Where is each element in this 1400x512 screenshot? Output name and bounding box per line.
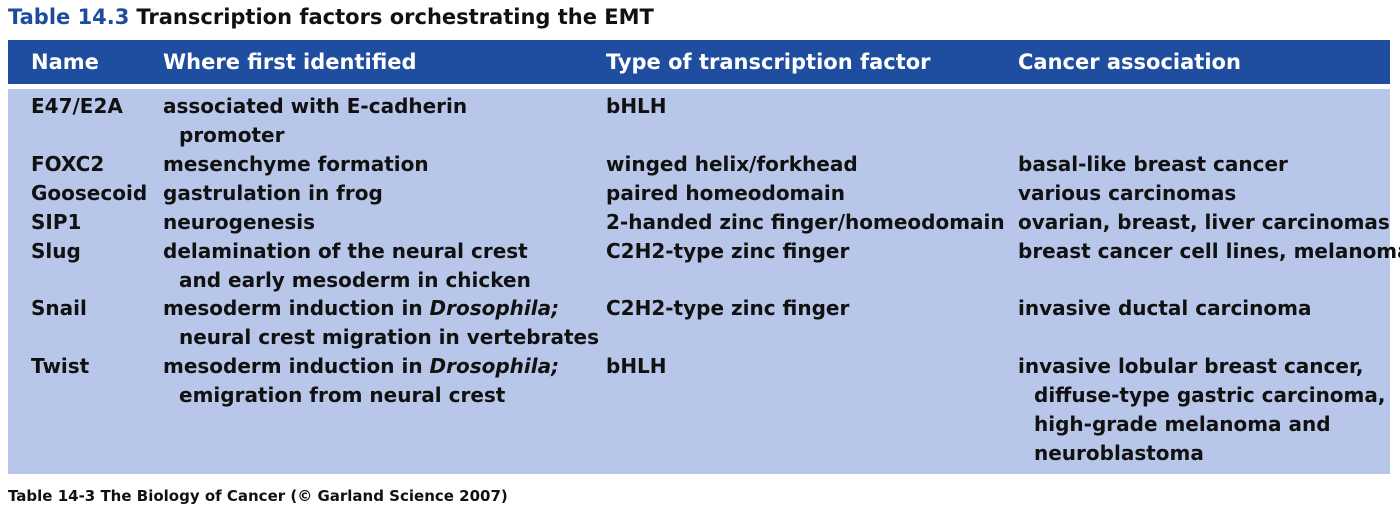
where-line: associated with E-cadherin [163,94,468,118]
factor-type: bHLH [606,94,667,118]
factor-type: paired homeodomain [606,181,845,205]
cancer-line-continued: diffuse-type gastric carcinoma, [1034,383,1386,407]
where-line: mesoderm induction in Drosophila; [163,296,560,320]
where-line: delamination of the neural crest [163,239,528,263]
factor-name: Snail [31,296,87,320]
header-factor-type: Type of transcription factor [606,50,931,74]
factor-name: Slug [31,239,81,263]
factor-type: winged helix/forkhead [606,152,858,176]
factor-name: Twist [31,354,90,378]
factor-type: C2H2-type zinc finger [606,239,850,263]
where-identified: mesenchyme formation [163,152,429,176]
header-name: Name [31,50,99,74]
cancer-association: breast cancer cell lines, melanoma [1018,239,1400,263]
cancer-association: various carcinomas [1018,181,1237,205]
table-title-text: Transcription factors orchestrating the … [136,5,654,29]
cancer-line-continued: high-grade melanoma and [1034,412,1331,436]
where-identified: neurogenesis [163,210,315,234]
cancer-line-continued: neuroblastoma [1034,441,1204,465]
where-line-continued: and early mesoderm in chicken [179,268,531,292]
where-line: mesoderm induction in Drosophila; [163,354,560,378]
cancer-association: invasive lobular breast cancer, diffuse-… [1018,352,1385,468]
where-line-continued: neural crest migration in vertebrates [179,325,600,349]
cancer-association: invasive ductal carcinoma [1018,296,1312,320]
table-header-row: Name Where first identified Type of tran… [8,40,1390,84]
header-where-identified: Where first identified [163,50,417,74]
factor-name: FOXC2 [31,152,105,176]
where-identified: gastrulation in frog [163,181,383,205]
where-identified: mesoderm induction in Drosophila; emigra… [163,352,559,410]
where-identified: delamination of the neural crest and ear… [163,237,531,295]
where-line-continued: emigration from neural crest [179,383,506,407]
header-divider [8,84,1390,89]
where-line-continued: promoter [179,123,285,147]
factor-type: 2-handed zinc finger/homeodomain [606,210,1005,234]
where-identified: mesoderm induction in Drosophila; neural… [163,294,599,352]
factor-name: SIP1 [31,210,82,234]
emt-table: Name Where first identified Type of tran… [8,40,1400,474]
factor-name: Goosecoid [31,181,148,205]
figure-caption: Table 14-3 The Biology of Cancer (© Garl… [8,487,508,505]
cancer-association: ovarian, breast, liver carcinomas [1018,210,1390,234]
cancer-line: invasive lobular breast cancer, [1018,354,1364,378]
header-cancer-association: Cancer association [1018,50,1241,74]
organism-italic: Drosophila; [429,296,560,320]
where-identified: associated with E-cadherin promoter [163,92,467,150]
organism-italic: Drosophila; [429,354,560,378]
factor-type: C2H2-type zinc finger [606,296,850,320]
factor-name: E47/E2A [31,94,123,118]
table-number: Table 14.3 [8,5,130,29]
factor-type: bHLH [606,354,667,378]
cancer-association: basal-like breast cancer [1018,152,1288,176]
